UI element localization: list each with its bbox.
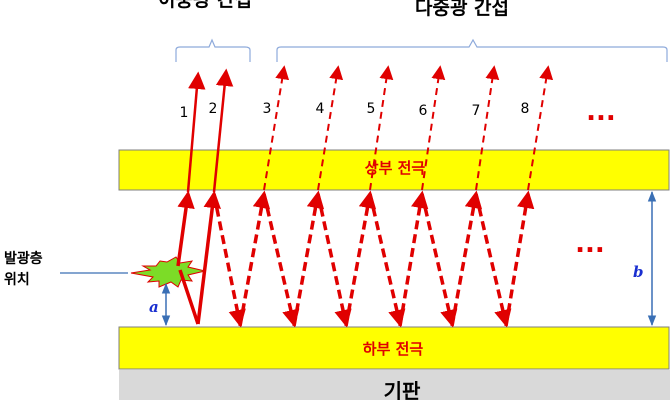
- ray-number-1: 1: [180, 105, 189, 121]
- ray-number-4: 4: [316, 101, 325, 117]
- ray-number-7: 7: [472, 103, 481, 119]
- ray-5: [369, 65, 394, 191]
- multi-beam-interference-header: 다중광 간섭: [415, 0, 509, 19]
- multi-reflection-path: [212, 190, 535, 328]
- escaping-rays: [263, 65, 554, 191]
- two-beam-brace: [175, 38, 251, 62]
- ray-number-6: 6: [419, 103, 428, 119]
- emission-layer-label-line1: 발광층: [4, 250, 43, 267]
- ellipsis-top: ...: [586, 97, 616, 127]
- ray-number-5: 5: [367, 101, 376, 117]
- ray-3: [263, 65, 290, 191]
- ray-1: [176, 71, 206, 267]
- two-beam-interference-header: 이중광 간섭: [158, 0, 252, 11]
- ray-number-2: 2: [209, 101, 218, 117]
- ray-6: [421, 65, 446, 191]
- emitter-burst: [130, 256, 206, 288]
- dimension-b-label: b: [633, 263, 644, 281]
- ray-8: [527, 65, 554, 191]
- dimension-a-label: a: [149, 298, 159, 316]
- ray-4: [317, 65, 344, 191]
- top-electrode: [118, 149, 670, 191]
- bottom-electrode-label: 하부 전극: [363, 340, 424, 358]
- ray-7: [475, 65, 500, 191]
- top-electrode-label: 상부 전극: [365, 159, 426, 177]
- ray-number-3: 3: [263, 101, 272, 117]
- ray-number-8: 8: [521, 101, 530, 117]
- emission-layer-label-line2: 위치: [4, 272, 30, 288]
- multi-beam-brace: [276, 38, 668, 62]
- ray-2: [178, 68, 234, 325]
- ellipsis-middle: ...: [575, 229, 605, 259]
- substrate-label: 기판: [384, 379, 421, 400]
- substrate-layer: [119, 370, 670, 404]
